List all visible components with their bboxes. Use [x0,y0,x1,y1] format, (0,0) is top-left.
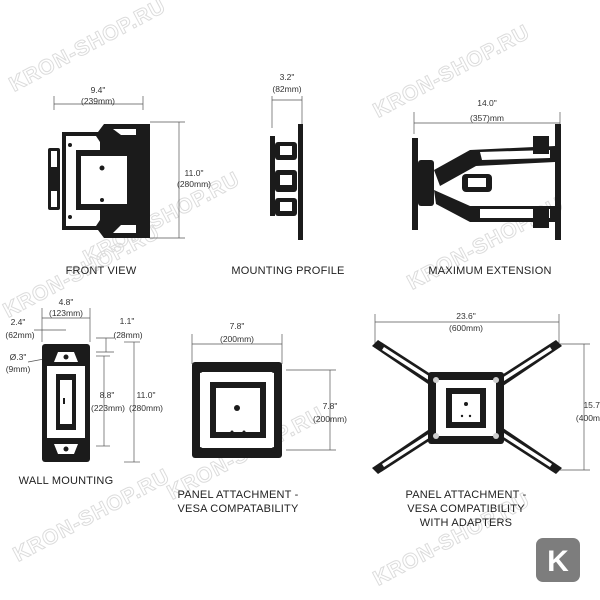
watermark-text: KRON-SHOP.RU [370,21,534,123]
front-view-caption: FRONT VIEW [66,265,137,277]
panel-width-in: 7.8" [230,321,245,331]
front-view-drawing [48,124,150,238]
adapters-caption-line2: VESA COMPATIBILITY [407,503,525,515]
maximum-extension-caption: MAXIMUM EXTENSION [428,265,551,277]
wall-offset-in: 2.4" [11,317,26,327]
wall-hole-pitch-in: 1.1" [120,316,135,326]
wall-height-in: 11.0" [137,390,156,400]
wall-mounting-drawing [42,344,90,462]
adapters-caption-line1: PANEL ATTACHMENT - [406,489,527,501]
wall-hole-dia-in: Ø.3" [10,352,27,362]
panel-attachment-caption-line2: VESA COMPATABILITY [178,503,299,515]
adapters-height-mm: (400m [576,413,600,423]
panel-adapters: 23.6" (600mm) 15.7 (400m [372,311,600,529]
logo-letter: K [547,545,569,578]
wall-slot-in: 8.8" [100,390,115,400]
wall-mounting: 4.8" (123mm) 2.4" (62mm) 1.1" (28mm) Ø.3… [5,297,163,487]
front-view: 9.4" (239mm) 11.0" (280mm) FRONT VIEW [48,85,211,277]
wall-height-mm: (280mm) [129,403,163,413]
front-width-in: 9.4" [91,85,106,95]
profile-depth-in: 3.2" [280,72,295,82]
panel-attachment-caption-line1: PANEL ATTACHMENT - [178,489,299,501]
adapters-height-in: 15.7 [583,400,600,410]
front-height-mm: (280mm) [177,179,211,189]
logo-badge [536,538,580,582]
wall-hole-dia-mm: (9mm) [6,364,31,374]
panel-attachment: 7.8" (200mm) 7.8" (200mm) PANEL ATTACHME… [178,321,348,515]
maximum-extension-drawing [412,124,561,240]
front-height-in: 11.0" [185,168,204,178]
shop-logo: K [536,538,580,582]
panel-width-mm: (200mm) [220,334,254,344]
wall-offset-mm: (62mm) [5,330,34,340]
panel-height-mm: (200mm) [313,414,347,424]
adapters-caption-line3: WITH ADAPTERS [420,517,512,529]
mounting-profile: 3.2" (82mm) MOUNTING PROFILE [231,72,344,277]
wall-hole-pitch-mm: (28mm) [113,330,142,340]
adapters-width-in: 23.6" [456,311,476,321]
panel-height-in: 7.8" [323,401,338,411]
front-width-mm: (239mm) [81,96,115,106]
panel-attachment-drawing [192,362,282,458]
extension-in: 14.0" [477,98,497,108]
mounting-profile-drawing [270,124,303,240]
mounting-profile-caption: MOUNTING PROFILE [231,265,344,277]
wall-width-mm: (123mm) [49,308,83,318]
wall-slot-mm: (223mm) [91,403,125,413]
wall-mounting-caption: WALL MOUNTING [19,475,114,487]
watermark-text: KRON-SHOP.RU [6,0,170,96]
extension-mm: (357)mm [470,113,504,123]
panel-adapters-drawing [372,340,562,474]
wall-width-in: 4.8" [59,297,74,307]
maximum-extension: 14.0" (357)mm MAXIMUM EXTENSION [412,98,561,277]
adapters-width-mm: (600mm) [449,323,483,333]
profile-depth-mm: (82mm) [272,84,301,94]
